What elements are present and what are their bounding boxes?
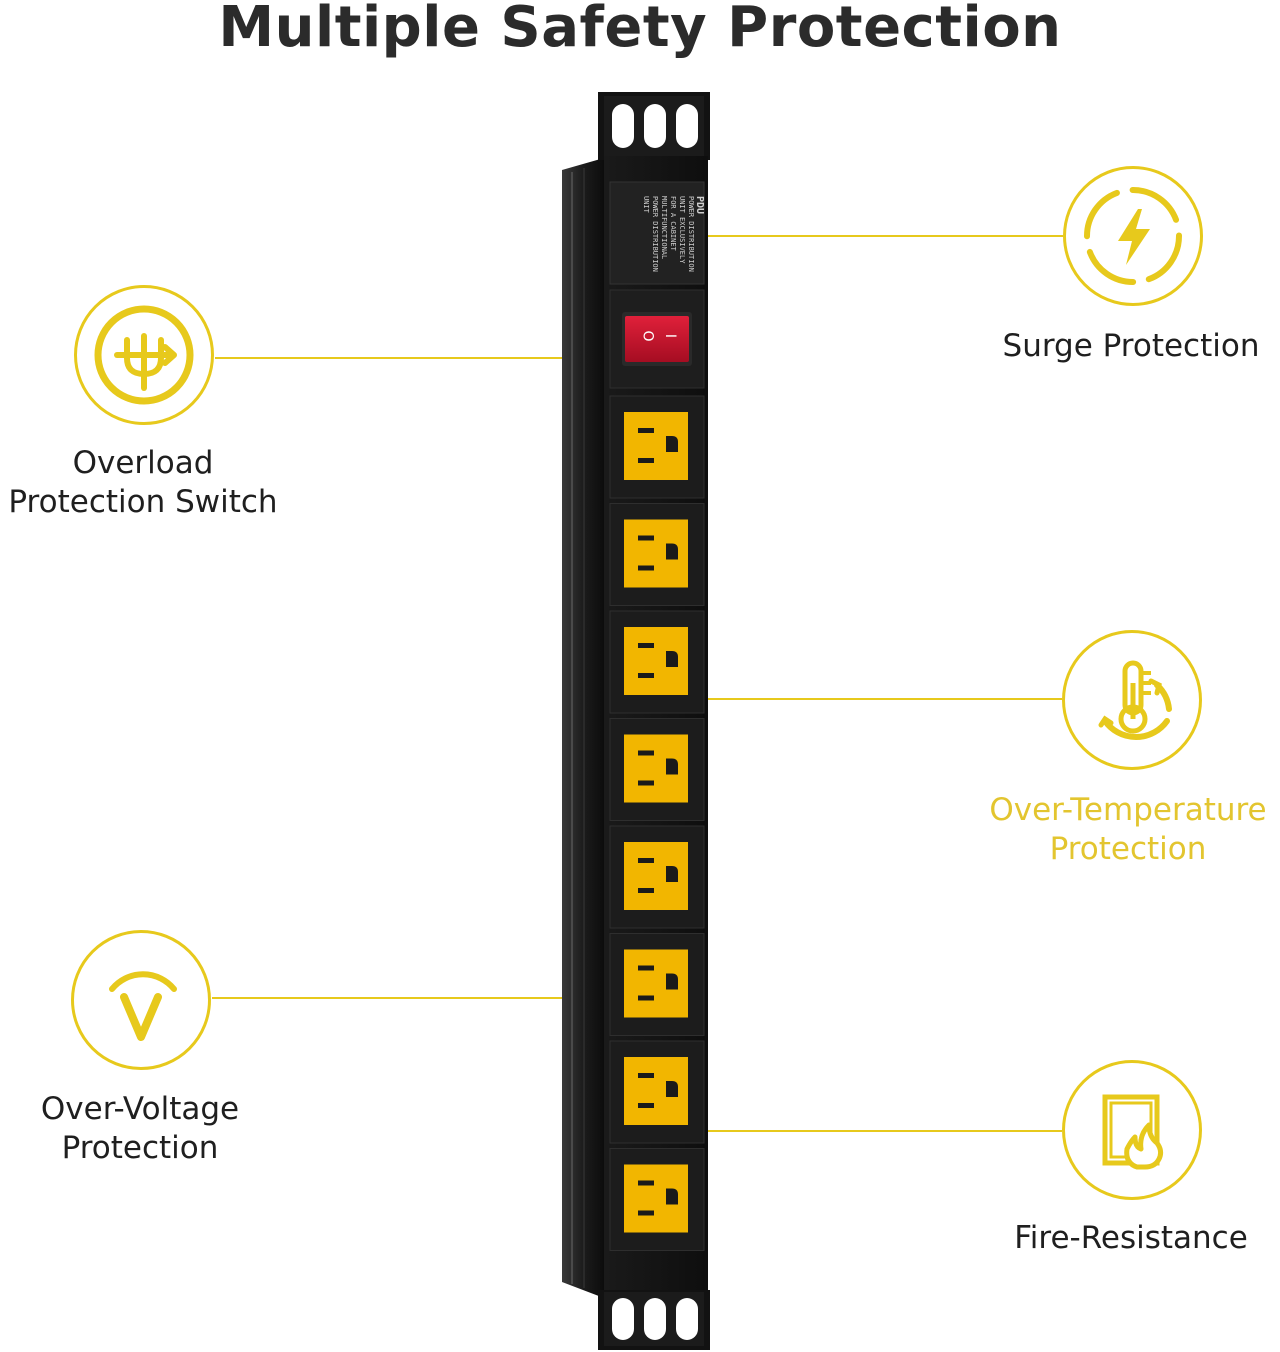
thermometer-icon xyxy=(1098,660,1172,740)
power-switch-module xyxy=(609,289,705,389)
voltage-v-icon xyxy=(109,971,177,1041)
overload-label-line2: Protection Switch xyxy=(8,484,278,520)
outlet-module xyxy=(609,610,705,714)
pdu-label-line: UNIT xyxy=(642,196,650,213)
outlet-module xyxy=(609,933,705,1036)
surge-label-line1: Surge Protection xyxy=(1002,328,1260,364)
overload-plug-icon xyxy=(94,305,194,405)
outlet-module xyxy=(609,395,705,499)
connector-overload xyxy=(215,357,579,359)
overload-label-line1: Overload xyxy=(72,445,214,481)
fire-icon-ring xyxy=(1062,1060,1202,1200)
temperature-label-line2: Protection xyxy=(1049,831,1207,867)
outlet-module xyxy=(609,1040,705,1144)
pdu-label-line: FOR A CABINET xyxy=(669,196,677,251)
pdu-label-text: PDU POWER DISTRIBUTION UNIT EXCLUSIVELY … xyxy=(612,196,705,280)
top-mounting-bracket xyxy=(598,92,710,160)
fire-resistance-icon xyxy=(1102,1094,1164,1170)
voltage-label-line1: Over-Voltage xyxy=(40,1091,240,1127)
pdu-label-line: POWER DISTRIBUTION xyxy=(687,196,695,272)
fire-label-line1: Fire-Resistance xyxy=(1014,1220,1248,1256)
pdu-label-line: PDU xyxy=(694,196,705,215)
lightning-bolt-icon xyxy=(1084,187,1182,285)
connector-voltage xyxy=(212,997,576,999)
connector-surge xyxy=(703,235,1063,237)
pdu-label-line: UNIT EXCLUSIVELY xyxy=(678,196,686,264)
page-title: Multiple Safety Protection xyxy=(218,0,1062,60)
outlet-module xyxy=(609,503,705,606)
overload-icon-ring xyxy=(74,285,214,425)
outlet-module xyxy=(609,1148,705,1251)
bottom-mounting-bracket xyxy=(598,1290,710,1350)
outlet-module xyxy=(609,718,705,821)
overload-label: Overload Protection Switch xyxy=(0,444,286,522)
temperature-label-line1: Over-Temperature xyxy=(989,792,1267,828)
temperature-icon-ring xyxy=(1062,630,1202,770)
surge-label: Surge Protection xyxy=(990,327,1272,366)
voltage-icon-ring xyxy=(71,930,211,1070)
connector-fire xyxy=(700,1130,1062,1132)
pdu-label-line: POWER DISTRIBUTION xyxy=(651,196,659,272)
voltage-label-line2: Protection xyxy=(61,1130,219,1166)
switch-off-mark: O xyxy=(639,330,656,342)
temperature-label: Over-Temperature Protection xyxy=(976,791,1280,869)
pdu-label-line: MULTIFUNCTIONAL xyxy=(660,196,668,260)
outlet-module xyxy=(609,825,705,929)
connector-temperature xyxy=(700,698,1062,700)
surge-icon-ring xyxy=(1063,166,1203,306)
fire-label: Fire-Resistance xyxy=(1000,1219,1262,1258)
switch-on-mark: I xyxy=(662,333,679,339)
pdu-label-plate xyxy=(609,181,705,285)
voltage-label: Over-Voltage Protection xyxy=(20,1090,260,1168)
